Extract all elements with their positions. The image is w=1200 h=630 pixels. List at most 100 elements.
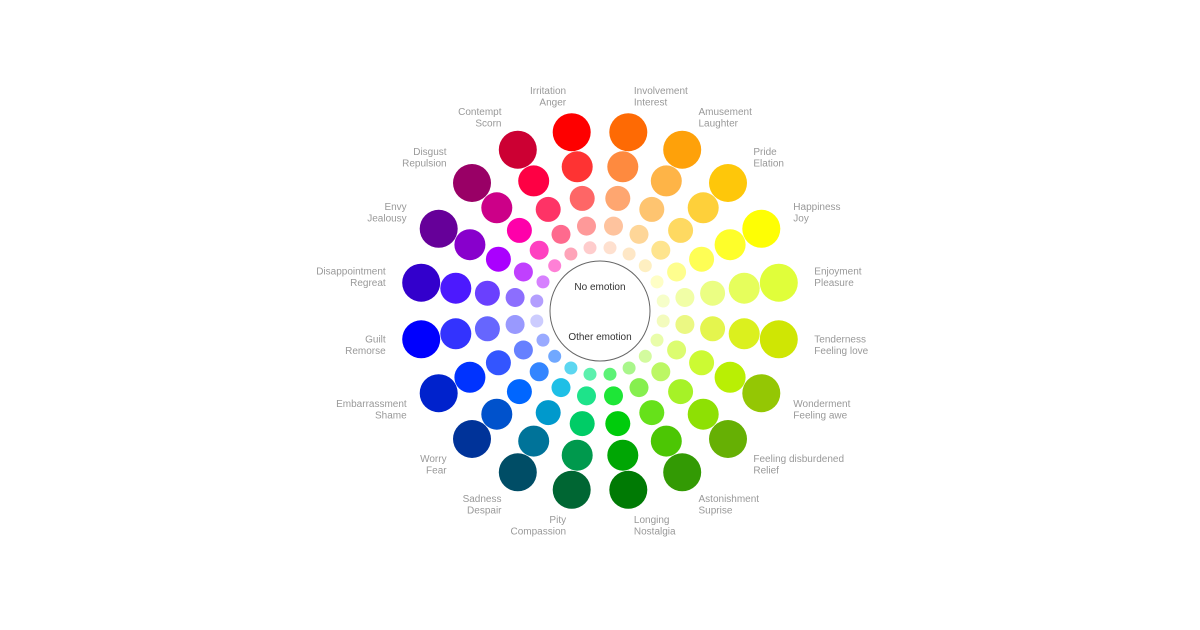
dot-worry-3[interactable] xyxy=(506,379,532,405)
dot-amusement-5[interactable] xyxy=(622,247,636,261)
dot-guilt-5[interactable] xyxy=(530,314,544,328)
dot-enjoyment-1[interactable] xyxy=(759,263,798,302)
dot-disappointment-5[interactable] xyxy=(530,294,544,308)
dot-contempt-2[interactable] xyxy=(518,165,550,197)
dot-happiness-2[interactable] xyxy=(714,229,746,261)
dot-feeling-disburdened-4[interactable] xyxy=(651,362,671,382)
dot-guilt-2[interactable] xyxy=(440,318,472,350)
dot-pride-3[interactable] xyxy=(668,217,694,243)
dot-worry-2[interactable] xyxy=(481,398,513,430)
dot-enjoyment-3[interactable] xyxy=(700,280,726,306)
dot-sadness-1[interactable] xyxy=(498,453,537,492)
dot-irritation-4[interactable] xyxy=(577,216,596,236)
dot-tenderness-5[interactable] xyxy=(656,314,670,328)
dot-embarrassment-3[interactable] xyxy=(485,350,511,376)
dot-pity-3[interactable] xyxy=(569,411,595,437)
dot-worry-5[interactable] xyxy=(548,349,562,363)
dot-happiness-4[interactable] xyxy=(667,262,687,282)
dot-contempt-4[interactable] xyxy=(551,224,571,244)
dot-guilt-4[interactable] xyxy=(505,315,525,334)
dot-amusement-1[interactable] xyxy=(663,130,702,169)
dot-pity-2[interactable] xyxy=(561,439,593,471)
dot-envy-4[interactable] xyxy=(513,262,533,282)
dot-longing-3[interactable] xyxy=(605,411,631,437)
dot-astonishment-2[interactable] xyxy=(650,425,682,457)
dot-disgust-2[interactable] xyxy=(481,192,513,224)
dot-sadness-4[interactable] xyxy=(551,378,571,398)
dot-enjoyment-4[interactable] xyxy=(675,288,695,307)
dot-feeling-disburdened-2[interactable] xyxy=(687,398,719,430)
dot-envy-5[interactable] xyxy=(536,275,550,289)
dot-feeling-disburdened-1[interactable] xyxy=(709,420,747,458)
dot-astonishment-1[interactable] xyxy=(663,453,702,492)
dot-disgust-1[interactable] xyxy=(453,164,491,202)
dot-tenderness-3[interactable] xyxy=(700,316,726,342)
dot-sadness-2[interactable] xyxy=(518,425,550,457)
dot-sadness-3[interactable] xyxy=(535,400,561,426)
dot-pride-2[interactable] xyxy=(687,192,719,224)
dot-involvement-1[interactable] xyxy=(609,113,648,152)
dot-happiness-1[interactable] xyxy=(742,209,781,248)
dot-contempt-3[interactable] xyxy=(535,196,561,222)
dot-happiness-3[interactable] xyxy=(689,246,715,272)
dot-embarrassment-1[interactable] xyxy=(419,374,458,413)
dot-amusement-2[interactable] xyxy=(650,165,682,197)
dot-tenderness-2[interactable] xyxy=(728,318,760,350)
dot-involvement-2[interactable] xyxy=(607,151,639,183)
dot-amusement-4[interactable] xyxy=(629,224,649,244)
dot-pride-5[interactable] xyxy=(638,259,652,273)
dot-enjoyment-2[interactable] xyxy=(728,272,760,304)
dot-embarrassment-2[interactable] xyxy=(454,361,486,393)
dot-embarrassment-4[interactable] xyxy=(513,340,533,360)
dot-tenderness-4[interactable] xyxy=(675,315,695,334)
center-circle[interactable] xyxy=(549,260,651,362)
dot-tenderness-1[interactable] xyxy=(759,320,798,359)
dot-guilt-3[interactable] xyxy=(474,316,500,342)
dot-happiness-5[interactable] xyxy=(650,275,664,289)
dot-contempt-5[interactable] xyxy=(564,247,578,261)
dot-astonishment-3[interactable] xyxy=(639,400,665,426)
dot-irritation-1[interactable] xyxy=(552,113,591,152)
dot-worry-4[interactable] xyxy=(529,362,549,382)
dot-disappointment-1[interactable] xyxy=(402,263,441,302)
dot-disappointment-4[interactable] xyxy=(505,288,525,307)
dot-sadness-5[interactable] xyxy=(564,361,578,375)
dot-wonderment-3[interactable] xyxy=(689,350,715,376)
dot-irritation-2[interactable] xyxy=(561,151,593,183)
dot-pity-1[interactable] xyxy=(552,470,591,509)
dot-wonderment-4[interactable] xyxy=(667,340,687,360)
dot-pity-4[interactable] xyxy=(577,386,596,406)
dot-disappointment-2[interactable] xyxy=(440,272,472,304)
dot-embarrassment-5[interactable] xyxy=(536,333,550,347)
dot-astonishment-4[interactable] xyxy=(629,378,649,398)
dot-involvement-5[interactable] xyxy=(603,241,617,255)
dot-enjoyment-5[interactable] xyxy=(656,294,670,308)
dot-longing-5[interactable] xyxy=(603,367,617,381)
dot-pity-5[interactable] xyxy=(583,367,597,381)
dot-irritation-3[interactable] xyxy=(569,185,595,211)
dot-envy-2[interactable] xyxy=(454,229,486,261)
dot-contempt-1[interactable] xyxy=(498,130,537,169)
dot-astonishment-5[interactable] xyxy=(622,361,636,375)
dot-pride-1[interactable] xyxy=(709,164,747,202)
dot-wonderment-2[interactable] xyxy=(714,361,746,393)
dot-involvement-4[interactable] xyxy=(604,216,623,236)
dot-longing-1[interactable] xyxy=(609,470,648,509)
dot-longing-2[interactable] xyxy=(607,439,639,471)
dot-disappointment-3[interactable] xyxy=(474,280,500,306)
dot-envy-1[interactable] xyxy=(419,209,458,248)
dot-wonderment-1[interactable] xyxy=(742,374,781,413)
dot-pride-4[interactable] xyxy=(651,240,671,260)
dot-feeling-disburdened-5[interactable] xyxy=(638,349,652,363)
dot-disgust-3[interactable] xyxy=(506,217,532,243)
dot-guilt-1[interactable] xyxy=(402,320,441,359)
dot-involvement-3[interactable] xyxy=(605,185,631,211)
dot-envy-3[interactable] xyxy=(485,246,511,272)
dot-feeling-disburdened-3[interactable] xyxy=(668,379,694,405)
dot-disgust-5[interactable] xyxy=(548,259,562,273)
dot-worry-1[interactable] xyxy=(453,420,491,458)
dot-amusement-3[interactable] xyxy=(639,196,665,222)
dot-longing-4[interactable] xyxy=(604,386,623,406)
dot-disgust-4[interactable] xyxy=(529,240,549,260)
dot-wonderment-5[interactable] xyxy=(650,333,664,347)
